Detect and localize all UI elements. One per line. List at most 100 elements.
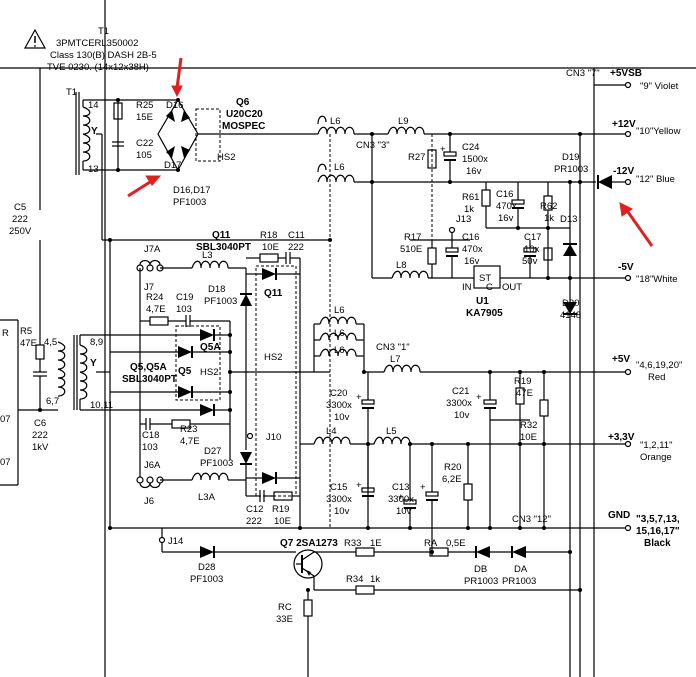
r5-ref: R5 [20,326,32,337]
c15-plus: + [356,480,362,491]
c21-voltage: 10v [454,410,470,421]
c20-value: 3300x [326,400,352,411]
c16a-ref: C16 [496,189,513,200]
rail-5vsb-name: +5VSB [610,68,642,79]
j13-ref: J13 [456,214,471,225]
u1-c: C [486,282,493,293]
r25-ref: R25 [136,100,153,111]
c24-value: 1500x [462,154,488,165]
rail-minus5v: L8 R17 510E J13 C16 470x 16v ST IN C OUT… [371,134,678,677]
t1-pin-1011: 10,11 [90,400,113,411]
t1-pin-14: 14 [88,100,99,111]
rail-plus5v-pins: "4,6,19,20" [636,360,682,371]
l8-ref: L8 [396,260,407,271]
r20-ref: R20 [444,462,461,473]
d13-ref: D13 [560,214,577,225]
u1-st: ST [479,273,491,284]
c13-value: 3300x [388,494,414,505]
d16d17-part: PF1003 [173,197,206,208]
rail-minus5v-name: -5V [618,262,634,273]
c24-ref: C24 [462,142,479,153]
cn3-12-label: CN3 "12" [512,514,551,525]
r18-ref: R18 [260,230,277,241]
c11-value: 222 [288,242,304,253]
rail-gnd-name: GND [608,510,630,521]
rail-plus3v3: L4 L5 +3,3V "1,2,11" Orange + C15 3300x … [300,426,672,556]
c16a-voltage: 16v [498,213,514,224]
c17-ref: C17 [524,232,541,243]
rail-plus3v3-color: Orange [640,452,672,463]
c6-voltage: 1kV [32,442,49,453]
r62-value: 1k [544,213,554,224]
d28-part: PF1003 [190,574,223,585]
q5-hs2: HS2 [200,367,218,378]
r25-c22-snubber: R25 15E C22 105 [112,98,153,172]
c17-voltage: 50v [522,256,538,267]
r19b-ref: R19 [272,504,289,515]
r19-ref: R19 [514,376,531,387]
c24-plus: + [440,144,446,155]
t1-pin-45: 4,5 [44,337,57,348]
j7a-ref: J7A [144,244,161,255]
r25-value: 15E [136,112,153,123]
r18-value: 10E [262,242,279,253]
c16b-voltage: 16v [464,256,480,267]
annotation-arrows [127,57,654,247]
r27-ref: R27 [408,152,425,163]
r23-value: 4,7E [180,436,200,447]
rail-plus12v-pins: "10"Yellow [636,126,681,137]
cn3-1-label: CN3 "1" [376,342,410,353]
c20-plus: + [356,392,362,403]
c16b-value: 470x [462,244,483,255]
rail-minus12v-pins: "12" Blue [636,174,675,185]
d27-ref: D27 [204,446,221,457]
rail-plus12v: L6 L9 CN3 "3" +12V "10"Yellow R27 + C24 … [317,115,681,240]
transformer-t1-lower: R5 47E C6 222 1kV 4,5 6,7 8,9 10,11 Y [18,326,113,453]
d16-ref: D16 [166,100,183,111]
q7-protection: J14 D28 PF1003 Q7 2SA1273 RC 33E R33 1E … [158,528,582,677]
d20-ref: D20 [562,298,579,309]
d18-ref: D18 [208,284,225,295]
c16a-value: 470x [496,201,517,212]
d27-part: PF1003 [200,458,233,469]
c12-ref: C12 [246,504,263,515]
j7-ref: J7 [144,282,154,293]
t1-spec1: Class 130(B) DASH 2B-5 [50,50,157,61]
da-ref: DA [514,564,528,575]
l5-ref: L5 [386,426,397,437]
c5-value: 222 [12,214,28,225]
cn3-3-label: CN3 "3" [356,140,390,151]
l7-ref: L7 [390,354,401,365]
u1-body [473,265,501,289]
rail-plus12v-name: +12V [612,119,636,130]
q11-ref: Q11 [212,230,231,241]
q11-label: Q11 [264,288,283,299]
d17-ref: D17 [164,160,181,171]
d16d17-ref: D16,D17 [173,185,211,196]
l9-ref: L9 [398,116,409,127]
q11-q5-section: J7A J7 L3 Q11 SBL3040PT R18 10E C11 222 … [102,134,332,528]
warning-triangle-icon [23,28,47,49]
c15-value: 3300x [326,494,352,505]
u1-part: KA7905 [466,308,503,319]
l6-ref-c: L6 [334,305,345,316]
c21-plus: + [476,392,482,403]
r61-ref: R61 [462,192,479,203]
r32-value: 10E [520,432,537,443]
c22-ref: C22 [136,138,153,149]
t1-ref: T1 [98,26,109,37]
u1-out: OUT [502,282,522,293]
r23-ref: R23 [180,424,197,435]
transformer-t1-label: T1 3PMTCERL350002 Class 130(B) DASH 2B-5… [47,26,157,98]
ra-ref: RA [424,538,438,549]
c20-ref: C20 [330,388,347,399]
j6a-ref: J6A [144,460,161,471]
t1-spec2: TVE 0230. (14x12x38H) [47,62,149,73]
q7-ref: Q7 2SA1273 [280,538,338,549]
cn3-7-label: CN3 "7" [566,68,600,79]
j10-ref: J10 [266,432,281,443]
r24-value: 4,7E [146,304,166,315]
d28-ref: D28 [198,562,215,573]
rc-ref: RC [278,602,292,613]
